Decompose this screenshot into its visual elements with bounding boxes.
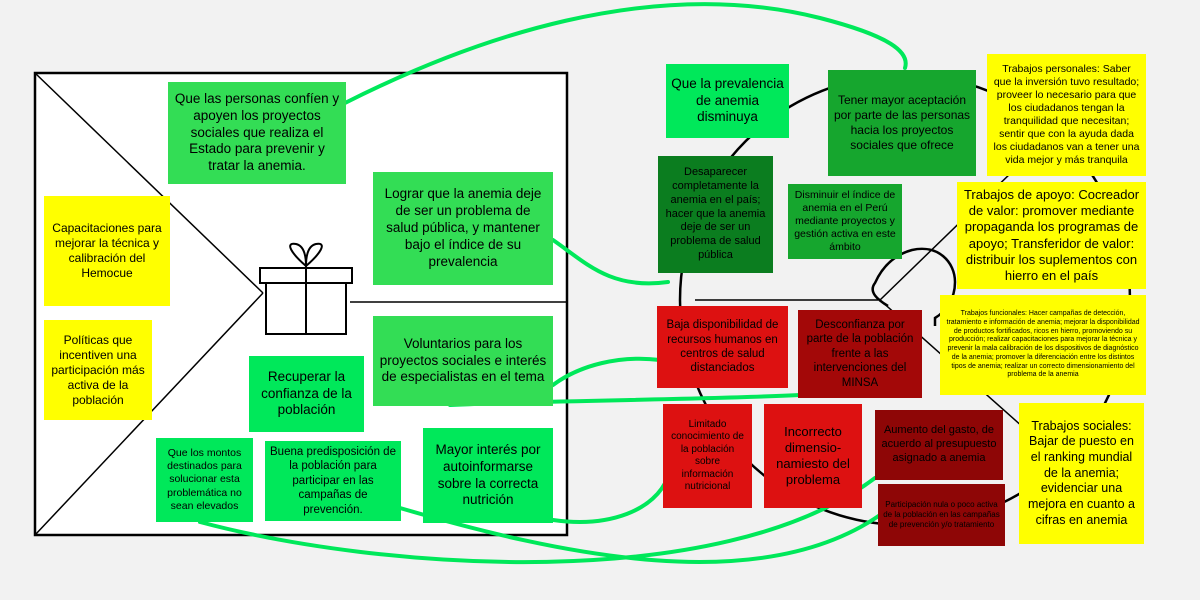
note-reduce-index: Disminuir el índice de anemia en el Perú…: [788, 184, 902, 259]
note-low-amounts: Que los montos destinados para soluciona…: [156, 438, 253, 522]
note-personal-jobs: Trabajos personales: Saber que la invers…: [987, 54, 1146, 176]
note-disappear: Desaparecer completamente la anemia en e…: [658, 156, 773, 273]
note-functional-jobs: Trabajos funcionales: Hacer campañas de …: [940, 295, 1146, 395]
note-gain-goal: Lograr que la anemia deje de ser un prob…: [373, 172, 553, 285]
connector-volunteers-hr: [551, 356, 662, 387]
note-prevalence: Que la prevalencia de anemia disminuya: [666, 64, 789, 138]
connector-goal-disappear: [551, 238, 670, 286]
note-limited-knowledge: Limitado conocimiento de la población so…: [663, 404, 752, 508]
note-volunteers: Voluntarios para los proyectos sociales …: [373, 316, 553, 406]
connector-trust-acceptance: [343, 2, 908, 105]
note-incorrect-dim: Incorrecto dimensio-namiesto del problem…: [764, 404, 862, 508]
connector-amounts-spending: [198, 476, 877, 565]
note-self-inform: Mayor interés por autoinformarse sobre l…: [423, 428, 553, 523]
note-acceptance: Tener mayor aceptación por parte de las …: [828, 70, 976, 176]
note-social-jobs: Trabajos sociales: Bajar de puesto en el…: [1019, 403, 1144, 544]
note-low-participation: Participación nula o poco activa de la p…: [878, 484, 1005, 546]
note-low-hr: Baja disponibilidad de recursos humanos …: [657, 306, 788, 388]
note-gain-creator-trust: Que las personas confíen y apoyen los pr…: [168, 82, 346, 184]
note-spending: Aumento del gasto, de acuerdo al presupu…: [875, 410, 1003, 480]
note-predisposition: Buena predisposición de la población par…: [265, 441, 401, 521]
note-policies: Políticas que incentiven una participaci…: [44, 320, 152, 420]
connector-selfinform-knowledge: [551, 475, 670, 524]
note-support-jobs: Trabajos de apoyo: Cocreador de valor: p…: [957, 182, 1146, 289]
note-trainings: Capacitaciones para mejorar la técnica y…: [44, 196, 170, 306]
gift-icon: [259, 242, 353, 335]
connector-predisposition-participation: [398, 506, 882, 564]
note-recover-trust: Recuperar la confianza de la población: [249, 356, 364, 432]
note-distrust: Desconfianza por parte de la población f…: [798, 310, 922, 398]
